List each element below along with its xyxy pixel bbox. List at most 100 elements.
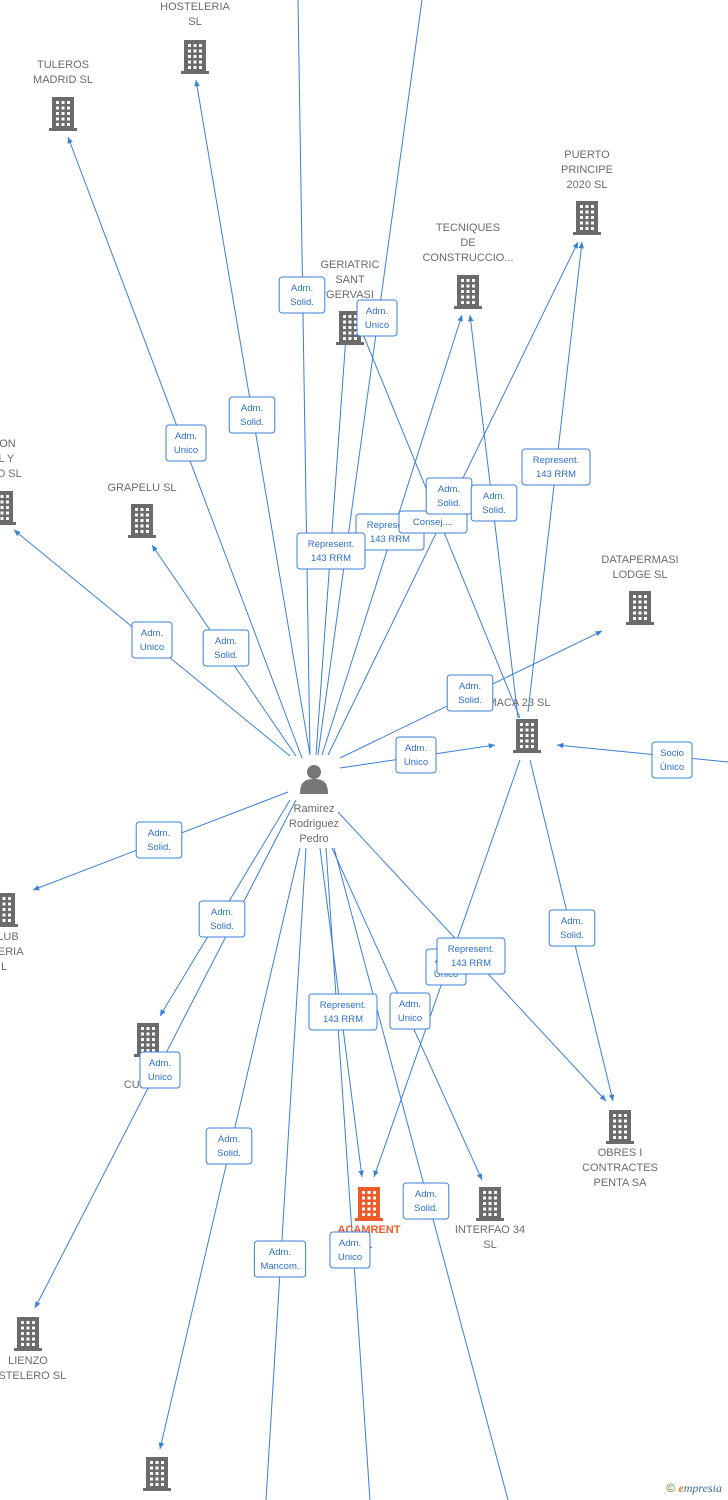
company-name-puerto[interactable]: PRINCIPE — [561, 164, 613, 176]
relation-label-grapelu[interactable]: Adm.Solid. — [202, 629, 250, 667]
relation-label-bottom-offscreen-3[interactable]: Adm.Solid. — [402, 1182, 450, 1220]
company-name-obres[interactable]: PENTA SA — [594, 1177, 648, 1189]
relation-label-text: Adm. — [415, 1189, 437, 1200]
building-window — [6, 506, 9, 509]
company-node-tuleros[interactable]: TULEROS MADRID SL — [33, 59, 93, 131]
relation-label-geriatric[interactable]: Represent.143 RRM — [296, 532, 366, 570]
relation-label-text: Represent. — [308, 539, 354, 550]
company-name-tecniques[interactable]: TECNIQUES — [436, 222, 500, 234]
company-name-interfao[interactable]: INTERFAO 34 — [455, 1224, 525, 1236]
company-name-puerto[interactable]: 2020 SL — [567, 179, 608, 191]
building-icon[interactable] — [181, 40, 209, 74]
company-name-cion[interactable]: NTO SL — [0, 468, 22, 480]
relation-label-bottom-offscreen-1[interactable]: Adm.Mancom. — [253, 1240, 307, 1278]
building-icon[interactable] — [626, 591, 654, 625]
building-icon[interactable] — [513, 719, 541, 753]
building-icon[interactable] — [49, 97, 77, 131]
building-window — [343, 315, 346, 318]
relation-label-hosteleria[interactable]: Adm.Solid. — [228, 396, 276, 434]
person-name[interactable]: Ramirez — [294, 803, 335, 815]
relation-label-obres[interactable]: Represent.143 RRM — [436, 937, 506, 975]
company-name-obres[interactable]: OBRES I — [598, 1147, 643, 1159]
relation-label-bottom-offscreen-2[interactable]: Adm.Unico — [329, 1231, 371, 1269]
building-icon[interactable] — [573, 201, 601, 235]
company-node-cion[interactable]: CION OL Y NTO SL — [0, 438, 22, 525]
building-icon[interactable] — [143, 1457, 171, 1491]
company-node-geriatric[interactable]: GERIATRIC SANT GERVASI — [320, 259, 380, 345]
company-node-grapelu[interactable]: GRAPELU SL — [107, 482, 177, 538]
company-name-cion[interactable]: OL Y — [0, 453, 15, 465]
company-name-obres[interactable]: CONTRACTES — [582, 1162, 658, 1174]
company-name-tecniques[interactable]: CONSTRUCCIO... — [422, 252, 513, 264]
company-node-datapermasi[interactable]: DATAPERMASI LODGE SL — [601, 554, 679, 625]
company-name-tecniques[interactable]: DE — [460, 237, 475, 249]
relation-label-interfao[interactable]: Adm.Unico — [389, 992, 431, 1030]
building-window — [367, 1202, 371, 1205]
relation-label-obres[interactable]: Adm.Solid. — [548, 909, 596, 947]
relation-label-puerto[interactable]: Adm.Solid. — [470, 484, 518, 522]
company-name-datapermasi[interactable]: DATAPERMASI — [601, 554, 678, 566]
company-node-interfao[interactable]: INTERFAO 34 SL — [455, 1187, 525, 1251]
company-node-club[interactable]: CLUB ELERIA L — [0, 893, 24, 973]
relation-label-bottom[interactable]: Adm.Solid. — [205, 1127, 253, 1165]
relation-label-lienzo[interactable]: Adm.Unico — [139, 1051, 181, 1089]
company-name-tuleros[interactable]: MADRID SL — [33, 74, 93, 86]
relation-label-maca23[interactable]: Adm.Unico — [395, 736, 437, 774]
relation-label-geriatric[interactable]: Adm.Unico — [356, 299, 398, 337]
building-icon[interactable] — [14, 1317, 42, 1351]
company-name-hosteleria[interactable]: SL — [188, 16, 201, 28]
company-node-hosteleria[interactable]: HOSTELERIA SL — [160, 1, 231, 74]
company-name-geriatric[interactable]: GERVASI — [326, 289, 374, 301]
company-name-grapelu[interactable]: GRAPELU SL — [107, 482, 176, 494]
company-name-club[interactable]: L — [1, 961, 7, 973]
person-head — [307, 765, 321, 779]
building-icon[interactable] — [355, 1187, 383, 1221]
relation-label-puerto[interactable]: Represent.143 RRM — [521, 448, 591, 486]
company-name-tuleros[interactable]: TULEROS — [37, 59, 89, 71]
person-icon[interactable] — [300, 765, 328, 794]
relation-label-text: 143 RRM — [536, 469, 576, 480]
relation-label-tuleros[interactable]: Adm.Unico — [165, 424, 207, 462]
company-name-geriatric[interactable]: GERIATRIC — [320, 259, 379, 271]
company-name-interfao[interactable]: SL — [483, 1239, 496, 1251]
building-icon[interactable] — [128, 504, 156, 538]
relation-label-cion[interactable]: Adm.Unico — [131, 621, 173, 659]
company-name-maca23[interactable]: MACA 23 SL — [488, 697, 551, 709]
company-node-bottom[interactable] — [143, 1457, 171, 1491]
company-name-hosteleria[interactable]: HOSTELERIA — [160, 1, 230, 13]
relation-label-datapermasi[interactable]: Adm.Solid. — [446, 674, 494, 712]
building-icon[interactable] — [476, 1187, 504, 1221]
person-name[interactable]: Pedro — [299, 833, 328, 845]
company-node-tecniques[interactable]: TECNIQUES DE CONSTRUCCIO... — [422, 222, 514, 309]
relation-label-tecniques[interactable]: Adm.Solid. — [425, 477, 473, 515]
building-base — [14, 1348, 42, 1351]
building-icon[interactable] — [0, 491, 16, 525]
brand-name[interactable]: empresia — [678, 1481, 722, 1495]
relation-label-club[interactable]: Adm.Solid. — [135, 821, 183, 859]
relation-label-cubo[interactable]: Adm.Solid. — [198, 900, 246, 938]
company-name-geriatric[interactable]: SANT — [335, 274, 365, 286]
relation-label-top-offscreen-1[interactable]: Adm.Solid. — [278, 276, 326, 314]
company-node-puerto[interactable]: PUERTO PRINCIPE 2020 SL — [561, 149, 613, 235]
company-node-obres[interactable]: OBRES I CONTRACTES PENTA SA — [582, 1110, 658, 1189]
company-name-club[interactable]: CLUB — [0, 931, 19, 943]
building-icon[interactable] — [454, 275, 482, 309]
company-name-puerto[interactable]: PUERTO — [564, 149, 610, 161]
building-icon[interactable] — [336, 311, 364, 345]
person-name[interactable]: Rodriguez — [289, 818, 339, 830]
company-name-club[interactable]: ELERIA — [0, 946, 24, 958]
company-name-cion[interactable]: CION — [0, 438, 16, 450]
building-window — [494, 1213, 497, 1216]
company-name-lienzo[interactable]: LIENZO — [8, 1355, 48, 1367]
company-name-datapermasi[interactable]: LODGE SL — [612, 569, 667, 581]
relation-label-acamrent[interactable]: Represent.143 RRM — [308, 993, 378, 1031]
company-node-maca23[interactable]: MACA 23 SL — [488, 697, 551, 753]
building-icon[interactable] — [0, 893, 18, 927]
building-base — [181, 71, 209, 74]
relation-label-text: Adm. — [141, 628, 163, 639]
building-icon[interactable] — [606, 1110, 634, 1144]
